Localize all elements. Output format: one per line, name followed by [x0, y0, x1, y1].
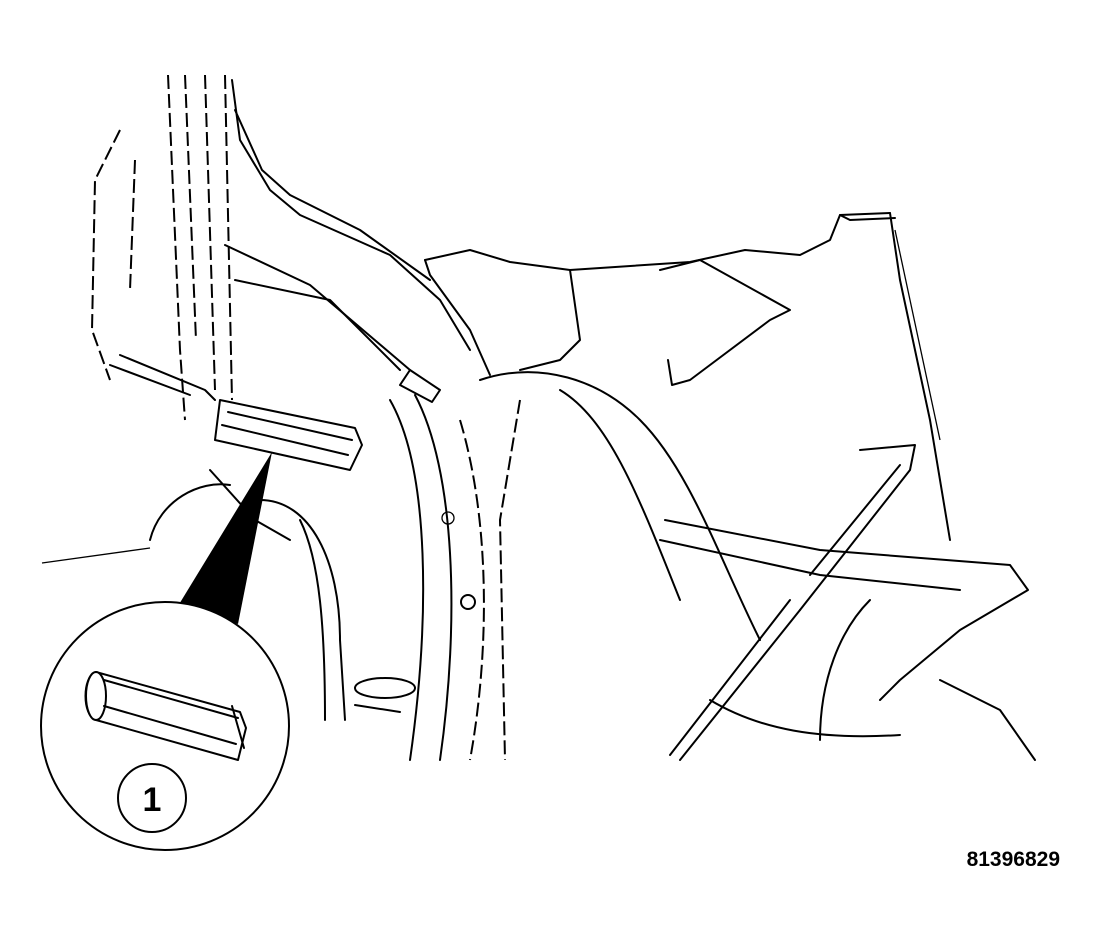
- component-installed: [214, 369, 441, 471]
- figure-number: 81396829: [966, 848, 1060, 871]
- lower-structure: [41, 469, 416, 721]
- component-detail: [84, 671, 247, 761]
- seat-console: [479, 371, 1036, 761]
- pillar-trim: [389, 394, 485, 761]
- callout-leader: [178, 452, 272, 624]
- body-structure: [424, 212, 951, 541]
- callout-number-badge: [117, 763, 187, 833]
- door-pillar-frame: [90, 74, 471, 421]
- callout-number: 1: [143, 781, 162, 819]
- callout-circle: 1: [40, 601, 290, 851]
